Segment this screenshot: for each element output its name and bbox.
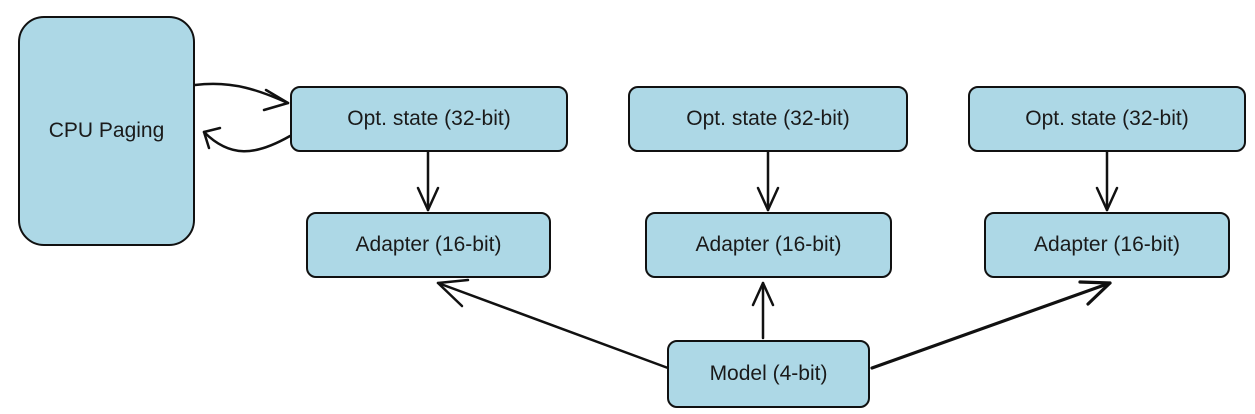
edge-optstate-1-to-cpu bbox=[202, 130, 292, 153]
opt-state-node-3: Opt. state (32-bit) bbox=[968, 86, 1246, 152]
arrowhead-model-to-adapter-1 bbox=[436, 278, 470, 308]
arrowhead-optstate-3-to-adapter-3 bbox=[1095, 186, 1119, 212]
adapter-node-2: Adapter (16-bit) bbox=[645, 212, 892, 278]
edge-model-to-adapter-3 bbox=[870, 281, 1112, 370]
model-node: Model (4-bit) bbox=[667, 340, 870, 408]
cpu-paging-node: CPU Paging bbox=[18, 16, 195, 246]
arrowhead-cpu-to-optstate-1 bbox=[262, 88, 290, 112]
arrowhead-model-to-adapter-3 bbox=[1078, 280, 1112, 306]
adapter-node-1: Adapter (16-bit) bbox=[306, 212, 551, 278]
arrowhead-model-to-adapter-2 bbox=[751, 281, 775, 307]
adapter-node-3: Adapter (16-bit) bbox=[984, 212, 1230, 278]
opt-state-node-2: Opt. state (32-bit) bbox=[628, 86, 908, 152]
opt-state-node-1: Opt. state (32-bit) bbox=[290, 86, 568, 152]
arrowhead-optstate-1-to-adapter-1 bbox=[416, 186, 440, 212]
edge-model-to-adapter-1 bbox=[436, 281, 670, 370]
arrowhead-optstate-2-to-adapter-2 bbox=[756, 186, 780, 212]
arrowhead-optstate-1-to-cpu bbox=[202, 126, 222, 150]
